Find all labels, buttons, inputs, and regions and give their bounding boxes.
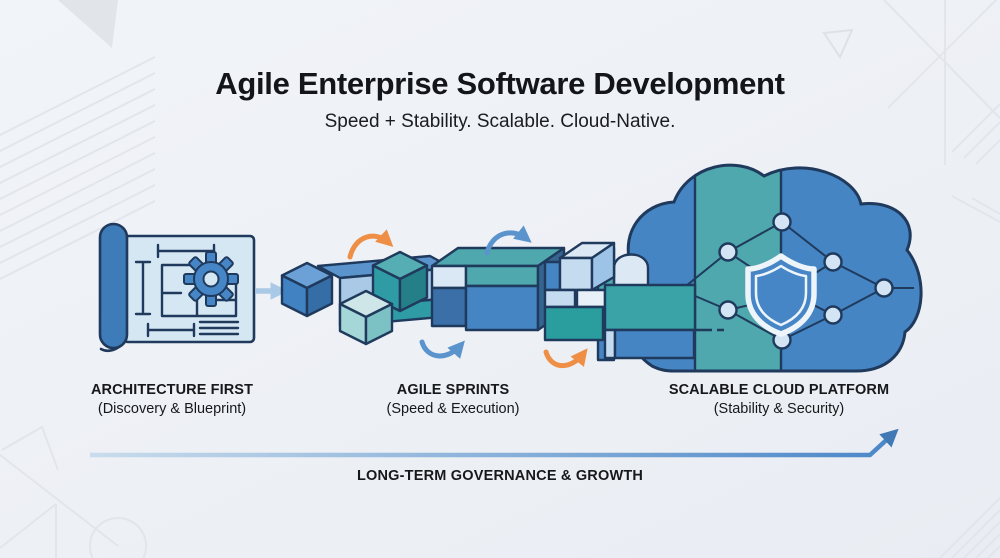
wireframe-lines-topright xyxy=(883,0,1000,223)
blueprint-notes-lines xyxy=(198,320,240,336)
blueprint-scroll-icon xyxy=(98,222,256,353)
isometric-blocks-icon xyxy=(280,241,697,362)
growth-arrow-icon xyxy=(90,428,899,458)
diagonal-stripes-bottomright xyxy=(939,497,1000,558)
stage-sublabel: (Discovery & Blueprint) xyxy=(97,401,247,417)
shield-icon xyxy=(745,253,817,337)
curved-arrow-orange-icon xyxy=(347,229,394,260)
curved-arrow-blue-icon xyxy=(484,225,532,256)
stage-label: ARCHITECTURE FIRST xyxy=(90,382,254,398)
cube-blue xyxy=(280,261,334,318)
page-title: Agile Enterprise Software Development xyxy=(215,66,785,101)
block-assembly-right xyxy=(543,241,697,362)
stage-label: AGILE SPRINTS xyxy=(396,382,510,398)
stage-sublabel: (Stability & Security) xyxy=(713,401,845,417)
cube-light-teal xyxy=(338,289,394,346)
curved-arrow-blue-icon xyxy=(419,339,465,359)
stage-agile-sprints: AGILE SPRINTS (Speed & Execution) xyxy=(283,381,623,419)
stage-architecture-first: ARCHITECTURE FIRST (Discovery & Blueprin… xyxy=(2,381,342,419)
small-triangle-decoration xyxy=(822,28,854,60)
corner-triangle-decoration xyxy=(58,0,118,48)
gear-icon xyxy=(183,251,239,307)
stage-label: SCALABLE CLOUD PLATFORM xyxy=(668,382,890,398)
page-subtitle: Speed + Stability. Scalable. Cloud-Nativ… xyxy=(324,111,676,132)
baseline-label: LONG-TERM GOVERNANCE & GROWTH xyxy=(356,468,644,484)
diagonal-stripes-topleft xyxy=(0,56,156,281)
stage-scalable-cloud-platform: SCALABLE CLOUD PLATFORM (Stability & Sec… xyxy=(609,381,949,419)
curved-arrow-orange-icon xyxy=(543,348,588,369)
geometric-lines-bottomleft xyxy=(0,425,147,558)
stage-sublabel: (Speed & Execution) xyxy=(386,401,520,417)
iteration-arrows xyxy=(347,225,588,369)
